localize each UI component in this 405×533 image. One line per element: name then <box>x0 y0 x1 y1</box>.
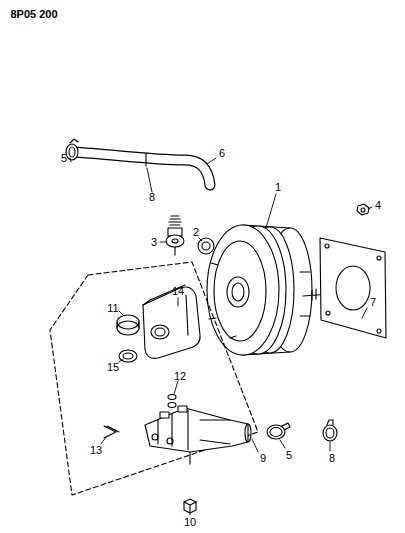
seal-rings <box>168 395 176 408</box>
retaining-pin <box>104 426 119 438</box>
nut <box>357 204 369 215</box>
callout-number: 2 <box>192 226 200 238</box>
grommet <box>198 238 214 254</box>
callout-number: 8 <box>148 191 156 203</box>
callout-number: 3 <box>150 236 158 248</box>
vacuum-hose <box>72 152 210 185</box>
hose-clamp <box>66 139 78 160</box>
hose-clamp <box>267 423 290 439</box>
callout-number: 11 <box>106 302 119 314</box>
check-valve <box>166 216 184 255</box>
callout-number: 14 <box>171 285 185 297</box>
mounting-gasket <box>320 238 386 338</box>
tube-nut <box>184 499 196 513</box>
callout-number: 10 <box>183 516 197 528</box>
callout-number: 6 <box>218 147 226 159</box>
callout-number: 9 <box>259 452 267 464</box>
callout-number: 4 <box>374 199 382 211</box>
reservoir-seal <box>119 350 137 362</box>
brake-booster <box>207 225 330 355</box>
hose-clamp <box>323 420 337 441</box>
group-outline <box>50 262 258 495</box>
callout-number: 13 <box>89 444 103 456</box>
reservoir <box>143 285 200 358</box>
figure-code: 8P05 200 <box>9 8 58 20</box>
leader-lines <box>70 158 372 515</box>
callout-number: 15 <box>106 361 120 373</box>
reservoir-cap <box>117 315 139 335</box>
callout-number: 5 <box>285 449 293 461</box>
callout-number: 8 <box>328 452 336 464</box>
callout-number: 5 <box>60 152 68 164</box>
callout-number: 12 <box>173 370 187 382</box>
callout-number: 7 <box>369 296 377 308</box>
callout-number: 1 <box>274 181 282 193</box>
master-cylinder <box>145 406 251 464</box>
